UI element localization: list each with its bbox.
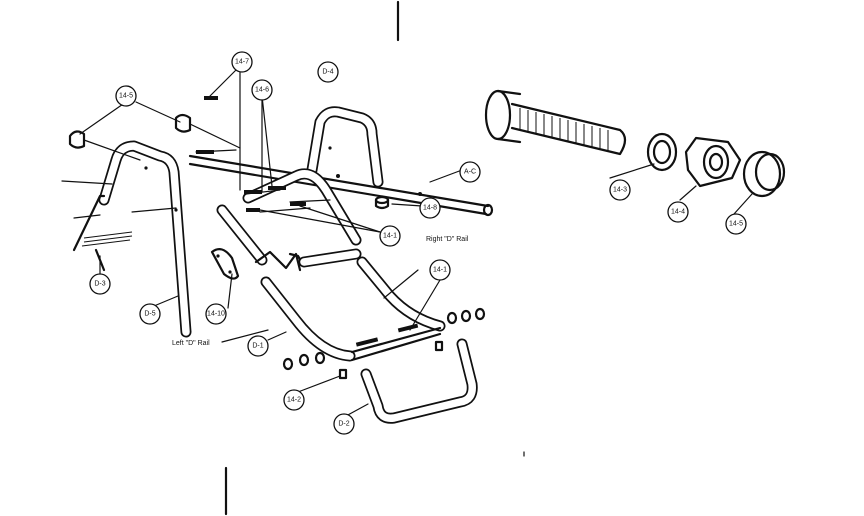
- bracket-14-10: [210, 248, 240, 280]
- d-rail-d4: [242, 106, 384, 246]
- cap-14-5: [742, 150, 786, 198]
- callout-d-5: D-5: [139, 303, 161, 325]
- svg-text:14-4: 14-4: [671, 209, 685, 216]
- svg-text:14-1: 14-1: [433, 267, 447, 274]
- bolt-leaders: [83, 123, 331, 213]
- lower-loop-d2: [360, 338, 478, 424]
- svg-text:14-1: 14-1: [383, 233, 397, 240]
- callout-14-5-right: 14-5: [725, 213, 747, 235]
- svg-text:14-6: 14-6: [255, 87, 269, 94]
- svg-text:14-2: 14-2: [287, 397, 301, 404]
- callout-14-4: 14-4: [667, 201, 689, 223]
- svg-text:14-10: 14-10: [207, 311, 225, 318]
- nuts-washers: [282, 307, 486, 380]
- callout-d-4: D-4: [317, 61, 339, 83]
- cap-14-8: [374, 195, 390, 210]
- label-left-d-rail: Left "D" Rail: [172, 340, 210, 347]
- svg-text:14-7: 14-7: [235, 59, 249, 66]
- svg-text:D-4: D-4: [322, 69, 333, 76]
- clamp-left: [68, 113, 192, 149]
- nut-14-4: [684, 136, 742, 188]
- threaded-shaft: [484, 89, 627, 156]
- label-right-d-rail: Right "D" Rail: [426, 236, 469, 243]
- callout-14-1-lower: 14-1: [429, 259, 451, 281]
- callout-14-7: 14-7: [231, 51, 253, 73]
- svg-text:14-5: 14-5: [119, 93, 133, 100]
- svg-text:D-1: D-1: [252, 343, 263, 350]
- callout-14-8: 14-8: [419, 197, 441, 219]
- callout-14-6: 14-6: [251, 79, 273, 101]
- svg-text:14-3: 14-3: [613, 187, 627, 194]
- svg-text:D-5: D-5: [144, 311, 155, 318]
- callout-14-1-upper: 14-1: [379, 225, 401, 247]
- svg-text:D-2: D-2: [338, 421, 349, 428]
- callout-14-5-left: 14-5: [115, 85, 137, 107]
- panel-d3: [72, 194, 133, 272]
- svg-text:D-3: D-3: [94, 281, 105, 288]
- callout-d-1: D-1: [247, 335, 269, 357]
- lower-cross-tube: [216, 204, 362, 272]
- frame-d5: [61, 140, 192, 338]
- washer-14-3: [646, 132, 678, 172]
- svg-text:14-5: 14-5: [729, 221, 743, 228]
- callout-d-2: D-2: [333, 413, 355, 435]
- callout-d-3: D-3: [89, 273, 111, 295]
- svg-text:A-C: A-C: [464, 169, 476, 176]
- callout-14-10: 14-10: [205, 303, 227, 325]
- left-d-rail-d1: [260, 256, 446, 362]
- svg-text:14-8: 14-8: [423, 205, 437, 212]
- callout-a-c: A-C: [459, 161, 481, 183]
- callout-14-2: 14-2: [283, 389, 305, 411]
- callout-14-3: 14-3: [609, 179, 631, 201]
- leader-lines: [79, 65, 753, 417]
